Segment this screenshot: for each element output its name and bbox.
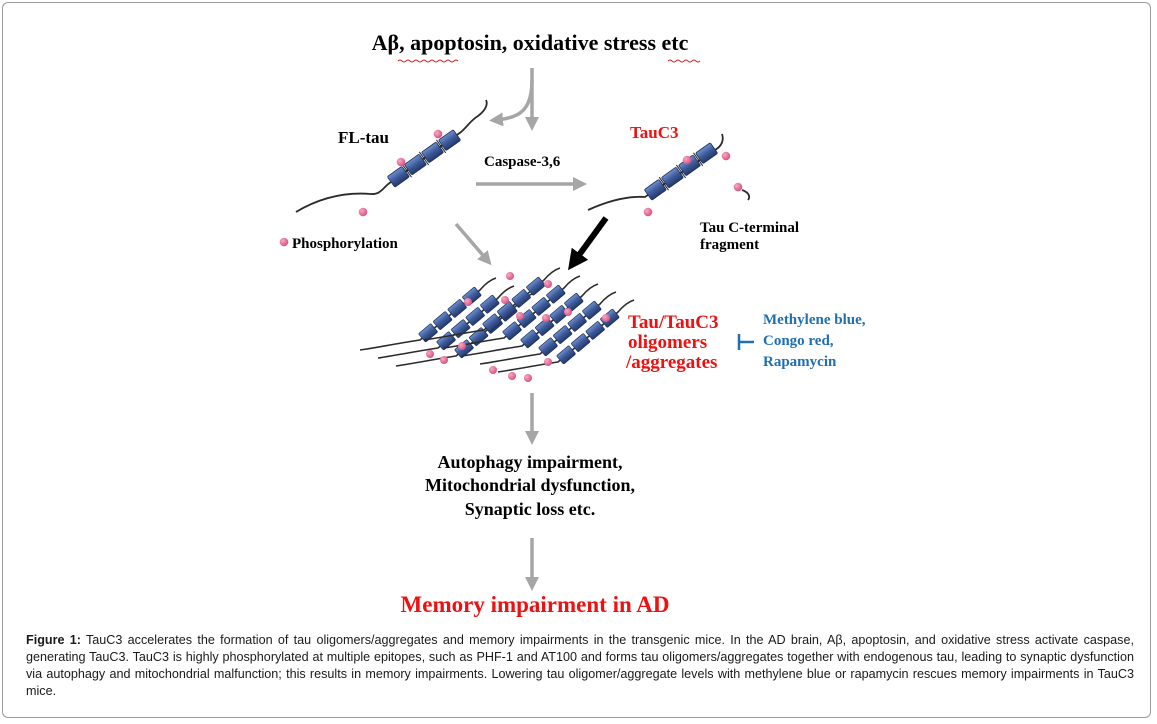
oligomers-label-line1: Tau/TauC3	[628, 312, 719, 333]
caption-label: Figure 1:	[26, 633, 81, 647]
caspase-label: Caspase-3,6	[484, 154, 561, 170]
phospho-dot	[544, 358, 552, 366]
phospho-dot	[458, 342, 466, 350]
phospho-dot	[358, 207, 368, 217]
oligomers-label-line2: oligomers	[628, 332, 707, 353]
phospho-dot	[396, 157, 406, 167]
phospho-dot	[643, 207, 653, 217]
phospho-dot	[564, 308, 572, 316]
stressors-label: Aβ, apoptosin, oxidative stress etc	[372, 30, 689, 55]
phospho-dot	[508, 372, 516, 380]
phospho-dot	[682, 155, 692, 165]
inhibitor-label-line3: Rapamycin	[763, 354, 837, 370]
phospho-dot	[733, 182, 743, 192]
fl-tau-to-aggregate-arrow	[454, 222, 492, 266]
phospho-dot	[464, 298, 472, 306]
caption-text: TauC3 accelerates the formation of tau o…	[26, 633, 1134, 698]
phospho-dot	[433, 129, 443, 139]
phospho-dot	[426, 350, 434, 358]
phospho-dot	[544, 280, 552, 288]
tauc3-molecule	[587, 133, 731, 217]
tau-aggregate-cluster	[359, 267, 635, 382]
phospho-dot	[602, 314, 610, 322]
c-terminal-label-line2: fragment	[700, 237, 759, 253]
phospho-dot	[542, 314, 550, 322]
phospho-dot	[440, 356, 448, 364]
stressor-curved-branch-arrow	[489, 79, 534, 127]
figure-caption: Figure 1: TauC3 accelerates the formatio…	[26, 632, 1134, 700]
fl-tau-molecule	[295, 99, 488, 217]
tauc3-to-aggregate-arrow	[568, 216, 609, 271]
phosphorylation-legend-dot	[279, 237, 289, 247]
fl-tau-label: FL-tau	[338, 128, 389, 147]
phospho-dot	[524, 374, 532, 382]
phospho-dot	[516, 312, 524, 320]
tauc3-label: TauC3	[630, 123, 679, 142]
spellcheck-underline-etc	[667, 59, 701, 63]
phospho-dot	[501, 296, 509, 304]
phosphorylation-label: Phosphorylation	[292, 236, 399, 252]
phospho-dot	[506, 272, 514, 280]
effects-label-line2: Mitochondrial dysfunction,	[425, 475, 635, 495]
spellcheck-underline-apoptosin	[397, 59, 459, 63]
inhibitor-label-line2: Congo red,	[763, 333, 834, 349]
effects-label-line1: Autophagy impairment,	[437, 452, 622, 472]
inhibitor-label-line1: Methylene blue,	[763, 312, 866, 328]
tau-pathway-diagram: Aβ, apoptosin, oxidative stress etc FL-t…	[279, 30, 866, 617]
oligomers-label-line3: /aggregates	[625, 352, 717, 373]
outcome-label: Memory impairment in AD	[401, 592, 670, 617]
c-terminal-fragment	[733, 182, 751, 201]
phospho-dot	[721, 151, 731, 161]
effects-label-line3: Synaptic loss etc.	[465, 499, 596, 519]
phospho-dot	[489, 366, 497, 374]
c-terminal-label-line1: Tau C-terminal	[700, 220, 799, 236]
inhibition-bar	[737, 334, 754, 350]
